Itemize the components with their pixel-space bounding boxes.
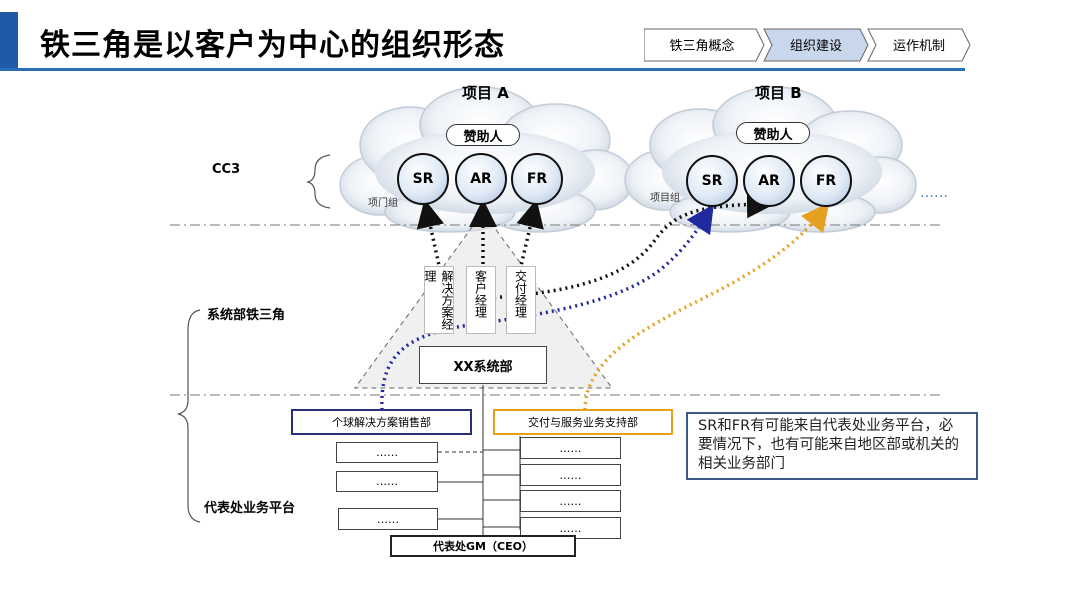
sponsor-b: 赞助人: [736, 122, 810, 144]
tab-concept-label: 铁三角概念: [669, 38, 734, 54]
tab-mechanism[interactable]: [867, 28, 971, 62]
system-dept-box: XX系统部: [419, 346, 547, 384]
level-system-dept-label: 系统部铁三角: [207, 308, 286, 323]
role-ar-a: AR: [455, 153, 507, 205]
tab-mechanism-label: 运作机制: [893, 39, 945, 54]
role-fr-b: FR: [800, 155, 852, 207]
right-unit-box: ……: [520, 464, 621, 486]
tab-org-building[interactable]: [763, 28, 869, 62]
account-manager-box: 客户经理: [466, 266, 496, 334]
nav-tabs: 铁三角概念 组织建设 运作机制: [644, 28, 971, 62]
tab-concept[interactable]: [644, 28, 765, 62]
project-b-title: 项目 B: [755, 84, 802, 102]
project-a-title: 项目 A: [462, 84, 509, 102]
right-unit-box: ……: [520, 437, 621, 459]
title-accent-bar: [0, 12, 18, 68]
right-unit-box: ……: [520, 490, 621, 512]
solution-sales-dept-box: 个球解决方案销售部: [291, 409, 472, 435]
brace-system-platform: [177, 309, 201, 523]
note-box: SR和FR有可能来自代表处业务平台，必要情况下，也有可能来自地区部或机关的相关业…: [686, 412, 978, 480]
link-sr-solution-manager: [416, 199, 445, 271]
project-b-group-label: 项目组: [650, 193, 680, 204]
sponsor-a: 赞助人: [446, 124, 520, 146]
role-ar-b: AR: [743, 155, 795, 207]
tab-org-building-label: 组织建设: [790, 39, 842, 54]
ceo-box: 代表处GM（CEO）: [390, 535, 576, 557]
level-cc3-label: CC3: [212, 162, 241, 177]
level-rep-platform-label: 代表处业务平台: [204, 501, 296, 516]
delivery-manager-box: 交付经理: [506, 266, 536, 334]
role-sr-b: SR: [686, 155, 738, 207]
role-sr-a: SR: [397, 153, 449, 205]
more-projects-ellipsis: ……: [920, 185, 948, 201]
link-fr-delivery-manager: [516, 199, 544, 271]
left-unit-box: ……: [338, 508, 438, 530]
solution-manager-box: 解决方案经理: [423, 266, 454, 334]
delivery-support-dept-box: 交付与服务业务支持部: [493, 409, 673, 435]
left-unit-box: ……: [336, 442, 438, 463]
page-title: 铁三角是以客户为中心的组织形态: [40, 28, 505, 63]
link-delivery-support-fr-b: [583, 202, 830, 411]
left-unit-box: ……: [336, 471, 438, 492]
role-fr-a: FR: [511, 153, 563, 205]
brace-cc3: [305, 154, 331, 209]
title-underline: [0, 68, 965, 71]
project-a-group-label: 项门组: [368, 198, 398, 209]
